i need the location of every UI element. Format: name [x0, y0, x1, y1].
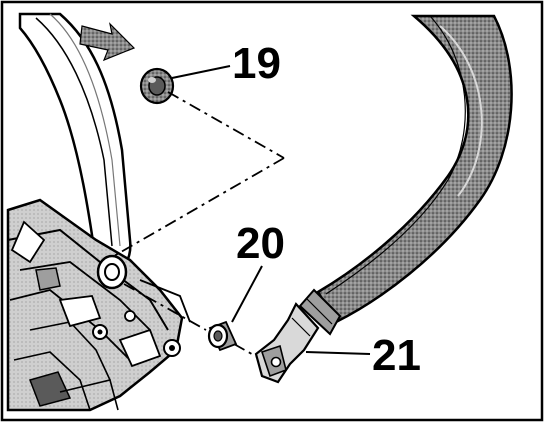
callout-19: 19 — [232, 39, 281, 88]
callout-21: 21 — [372, 331, 421, 380]
part-21-strap — [254, 14, 513, 384]
leader-20 — [231, 265, 263, 323]
callout-20: 20 — [236, 219, 285, 268]
assembly-lines-19 — [113, 91, 285, 257]
arrow-right-icon — [79, 22, 136, 62]
pivot-boss — [96, 254, 128, 290]
part-20-bushing — [207, 320, 238, 352]
leader-19 — [171, 65, 231, 79]
part-19-grommet — [139, 67, 175, 105]
leader-21 — [305, 351, 371, 355]
